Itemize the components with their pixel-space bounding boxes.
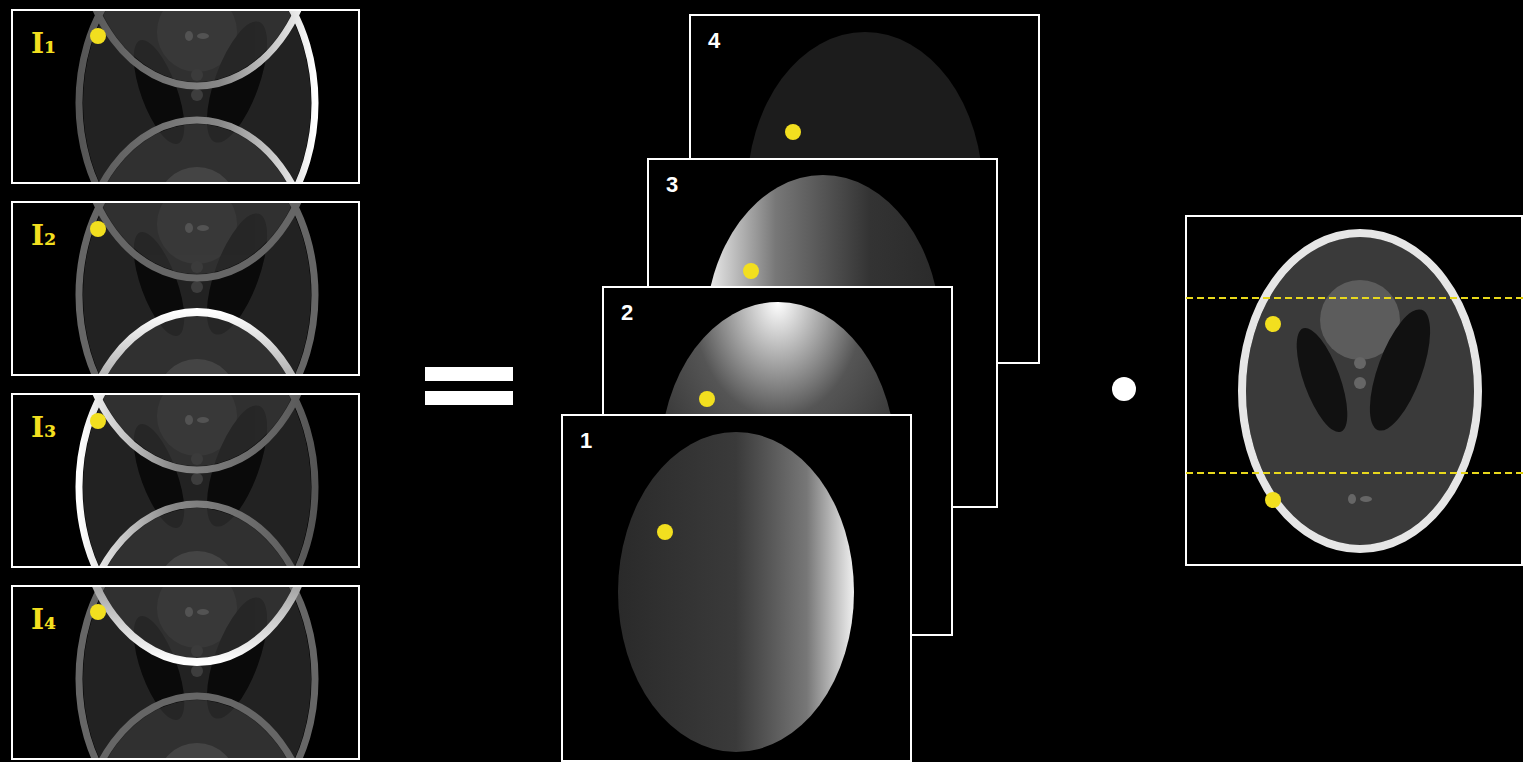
- image-label: I₁: [31, 29, 56, 60]
- pixel-dot: [1265, 492, 1281, 508]
- pixel-dot: [743, 263, 759, 279]
- aliased-image-box: I₁: [11, 9, 360, 184]
- skull-ring: [79, 696, 315, 760]
- image-frame: [1186, 216, 1522, 565]
- pixel-dot: [1265, 316, 1281, 332]
- pixel-dot: [90, 28, 106, 44]
- coil-number: 3: [666, 173, 678, 197]
- aliased-image-box: I₃: [11, 393, 360, 568]
- coil-number: 2: [621, 301, 633, 325]
- image-label: I₄: [31, 605, 56, 636]
- pixel-dot: [785, 124, 801, 140]
- skull-ring: [1242, 233, 1478, 549]
- aliased-image: [79, 346, 315, 762]
- phantom-copy: [83, 508, 311, 568]
- coil-map-box: 1: [562, 415, 911, 761]
- coil-number: 1: [580, 429, 592, 453]
- skull-ring: [79, 585, 315, 662]
- phantom-copy: [83, 316, 311, 376]
- coil-map-box: 2: [603, 287, 952, 635]
- pixel-dot: [699, 391, 715, 407]
- pixel-dot: [90, 604, 106, 620]
- image-label: I₃: [31, 413, 56, 444]
- skull-ring: [79, 9, 315, 86]
- pixel-dot: [90, 413, 106, 429]
- coil-frame: [562, 415, 911, 761]
- coil-map: [562, 415, 911, 761]
- skull-ring: [79, 504, 315, 568]
- fold-line: [1186, 297, 1523, 299]
- phantom-image: [1186, 216, 1523, 565]
- phantom-copy: [83, 124, 311, 184]
- coil-map-box: 4: [690, 15, 1039, 363]
- coil-number: 4: [708, 29, 720, 53]
- fold-line: [1186, 472, 1523, 474]
- product-dot: [1112, 377, 1136, 401]
- skull-ring: [79, 312, 315, 376]
- sensitivity-map: [618, 432, 854, 752]
- skull-ring: [79, 120, 315, 184]
- phantom: [1246, 237, 1474, 545]
- pixel-dot: [657, 524, 673, 540]
- skull-ring: [79, 393, 315, 470]
- image-label: I₂: [31, 221, 56, 252]
- coil-map-box: 3: [648, 159, 997, 507]
- pixel-dot: [90, 221, 106, 237]
- aliased-image-box: I₂: [11, 201, 360, 376]
- equals-bar: [425, 367, 513, 381]
- equals-bar: [425, 391, 513, 405]
- skull-ring: [79, 201, 315, 278]
- aliased-image-box: I₄: [11, 585, 360, 760]
- phantom-copy: [83, 700, 311, 760]
